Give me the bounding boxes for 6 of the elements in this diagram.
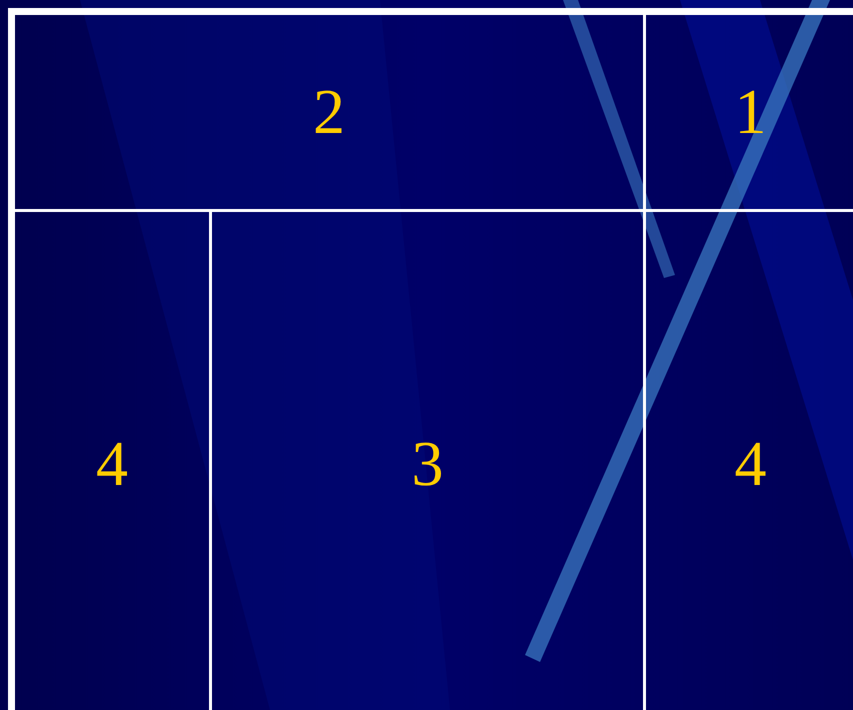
region-number: 4 bbox=[734, 432, 766, 496]
region-number: 4 bbox=[96, 432, 128, 496]
region-number: 1 bbox=[734, 80, 766, 144]
region-number: 2 bbox=[313, 80, 345, 144]
region-number: 3 bbox=[412, 432, 444, 496]
region-box bbox=[12, 12, 646, 212]
